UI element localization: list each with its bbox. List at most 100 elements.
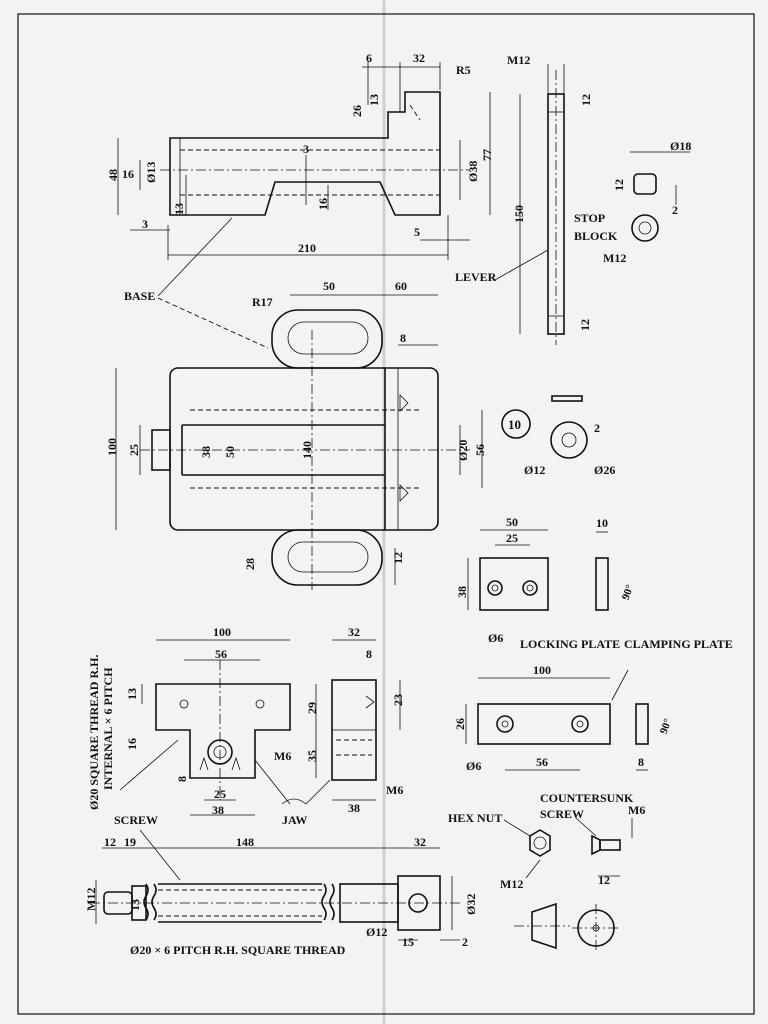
dim-screw-dia32: Ø32 <box>464 894 478 915</box>
dim-top-140: 140 <box>300 441 314 459</box>
square-thread-note-2: INTERNAL × 6 PITCH <box>101 667 115 790</box>
dim-stop-2: 2 <box>672 203 678 217</box>
dim-lever-12a: 12 <box>579 94 593 106</box>
dim-top-100: 100 <box>105 438 119 456</box>
dim-clamp-26: 26 <box>453 718 467 730</box>
stop-block <box>630 151 690 242</box>
label-lever: LEVER <box>455 270 497 284</box>
dim-cs-m6: M6 <box>628 803 645 817</box>
dim-top-25: 25 <box>127 444 141 456</box>
dim-jaw-25: 25 <box>214 787 226 801</box>
screw <box>90 829 460 941</box>
label-countersunk-screw: SCREW <box>540 807 584 821</box>
dim-screw-32: 32 <box>414 835 426 849</box>
dim-base-6: 6 <box>366 51 372 65</box>
dim-base-16b: 16 <box>316 198 330 210</box>
dim-screw-19: 19 <box>124 835 136 849</box>
dim-washer-2: 2 <box>594 421 600 435</box>
countersunk-screw <box>514 817 633 952</box>
dim-base-48: 48 <box>106 169 120 181</box>
dim-base-dia38: Ø38 <box>466 161 480 182</box>
dim-base-3a: 3 <box>303 142 309 156</box>
dim-jaw-8b: 8 <box>175 776 189 782</box>
label-base: BASE <box>124 289 155 303</box>
dim-washer-dia26: Ø26 <box>594 463 615 477</box>
dim-screw-13: 13 <box>128 899 142 911</box>
dim-top-12: 12 <box>391 552 405 564</box>
label-hex-nut: HEX NUT <box>448 811 502 825</box>
dim-screw-12: 12 <box>104 835 116 849</box>
label-block: BLOCK <box>574 229 618 243</box>
base-front-view <box>117 62 491 260</box>
dim-jaw-8a: 8 <box>366 647 372 661</box>
dim-hex-m12: M12 <box>500 877 523 891</box>
dim-jaw-38b: 38 <box>348 801 360 815</box>
dim-base-r5: R5 <box>456 63 471 77</box>
dim-clamp-100: 100 <box>533 663 551 677</box>
locking-plate <box>467 529 609 611</box>
label-countersunk: COUNTERSUNK <box>540 791 634 805</box>
dim-clamp-dia6: Ø6 <box>466 759 481 773</box>
dim-top-56: 56 <box>473 444 487 456</box>
dim-top-r17: R17 <box>252 295 273 309</box>
dim-screw-m12: M12 <box>84 888 98 911</box>
dim-jaw-100: 100 <box>213 625 231 639</box>
dim-jaw-35: 35 <box>305 750 319 762</box>
dim-screw-2: 2 <box>462 935 468 949</box>
dim-lever-m12: M12 <box>507 53 530 67</box>
label-locking-plate: LOCKING PLATE <box>520 637 620 651</box>
dim-jaw-23: 23 <box>391 694 405 706</box>
dim-top-50b: 50 <box>223 446 237 458</box>
dim-stop-dia18: Ø18 <box>670 139 691 153</box>
washer <box>501 395 588 459</box>
dim-base-13a: 13 <box>367 94 381 106</box>
dim-clamp-56: 56 <box>536 755 548 769</box>
dim-base-77: 77 <box>480 149 494 161</box>
dim-stop-12: 12 <box>612 179 626 191</box>
dim-lock-dia6: Ø6 <box>488 631 503 645</box>
dim-base-13b: 13 <box>172 203 186 215</box>
dim-clamp-90: 90° <box>658 717 675 736</box>
dim-lever-150: 150 <box>512 205 526 223</box>
lever <box>494 64 565 345</box>
dim-jaw-29: 29 <box>305 702 319 714</box>
dim-top-50: 50 <box>323 279 335 293</box>
dim-base-16a: 16 <box>122 167 134 181</box>
screw-thread-note: Ø20 × 6 PITCH R.H. SQUARE THREAD <box>130 943 346 957</box>
dim-screw-dia12: Ø12 <box>366 925 387 939</box>
label-screw: SCREW <box>114 813 158 827</box>
dim-lock-38: 38 <box>455 586 469 598</box>
dim-base-dia13: Ø13 <box>144 162 158 183</box>
dim-base-32: 32 <box>413 51 425 65</box>
dim-jaw-56: 56 <box>215 647 227 661</box>
dim-top-38: 38 <box>199 446 213 458</box>
dim-cs-12: 12 <box>598 873 610 887</box>
drawing-border <box>17 13 755 1015</box>
dim-jaw-m6a: M6 <box>274 749 291 763</box>
hex-nut <box>503 819 551 879</box>
dim-jaw-38a: 38 <box>212 803 224 817</box>
dim-jaw-m6b: M6 <box>386 783 403 797</box>
dim-jaw-32: 32 <box>348 625 360 639</box>
dim-washer-dia12: Ø12 <box>524 463 545 477</box>
dim-lock-25: 25 <box>506 531 518 545</box>
dim-clamp-8: 8 <box>638 755 644 769</box>
dim-lock-90: 90° <box>620 583 637 602</box>
dim-jaw-13: 13 <box>125 688 139 700</box>
item-number: 10 <box>508 417 521 432</box>
dim-jaw-16: 16 <box>125 738 139 750</box>
dim-screw-15: 15 <box>402 935 414 949</box>
dim-top-8: 8 <box>400 331 406 345</box>
dim-top-28: 28 <box>243 558 257 570</box>
square-thread-note-1: Ø20 SQUARE THREAD R.H. <box>87 655 101 810</box>
dim-top-dia20: Ø20 <box>456 440 470 461</box>
base-top-view <box>115 294 483 590</box>
clamping-plate <box>465 669 649 771</box>
dim-lock-50: 50 <box>506 515 518 529</box>
dim-stop-m12: M12 <box>603 251 626 265</box>
dim-lever-12b: 12 <box>578 319 592 331</box>
label-stop: STOP <box>574 211 605 225</box>
label-jaw: JAW <box>282 813 307 827</box>
dim-base-3b: 3 <box>142 217 148 231</box>
